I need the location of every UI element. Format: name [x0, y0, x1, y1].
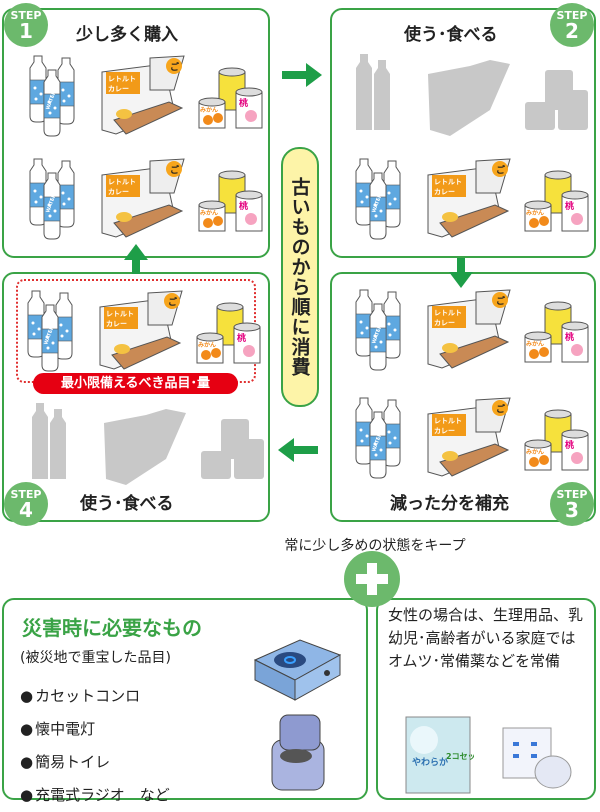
arrow-left-icon: [278, 438, 318, 462]
badge-number: 4: [19, 498, 33, 522]
retort-label: レトルト: [434, 178, 462, 186]
mikan-label: みかん: [200, 106, 218, 114]
mikan-label: みかん: [526, 340, 544, 348]
women-note: 女性の場合は、生理用品、乳幼児･高齢者がいる家庭ではオムツ･常備薬などを常備: [388, 606, 584, 670]
momo-label: 桃: [239, 97, 248, 109]
badge-step-label: STEP: [10, 488, 42, 501]
momo-label: 桃: [237, 332, 246, 344]
step3-title: 減った分を補充: [390, 494, 509, 514]
momo-label: 桃: [565, 439, 574, 451]
retort-label: レトルト: [434, 309, 462, 317]
step1-title: 少し多く購入: [76, 25, 178, 45]
arrow-down-icon: [449, 258, 473, 288]
retort-label: レトルト: [108, 75, 136, 83]
gas-stove-icon: [253, 639, 342, 701]
gohan-label: ご: [496, 295, 506, 307]
retort-label: レトルト: [106, 310, 134, 318]
plus-icon: [344, 551, 400, 607]
gohan-label: ご: [168, 296, 178, 308]
list-item: 充電式ラジオ など: [20, 779, 170, 812]
curry-label: カレー: [108, 85, 129, 93]
momo-label: 桃: [239, 200, 248, 212]
badge-number: 3: [565, 498, 579, 522]
list-item: 簡易トイレ: [20, 746, 170, 779]
badge-step-label: STEP: [556, 488, 588, 501]
pad-brand: やわらか: [412, 757, 448, 768]
curry-label: カレー: [434, 427, 455, 435]
mikan-label: みかん: [526, 448, 544, 456]
arrow-right-icon: [282, 63, 322, 87]
momo-label: 桃: [565, 331, 574, 343]
retort-label: レトルト: [108, 178, 136, 186]
badge-number: 2: [565, 19, 579, 43]
rotation-label: 古いものから順に消費: [281, 147, 319, 407]
list-item: 懐中電灯: [20, 713, 170, 746]
curry-label: カレー: [434, 188, 455, 196]
gohan-label: ご: [496, 164, 506, 176]
diaper-icon: [502, 727, 572, 789]
sanitary-pad-package-icon: やわらか 2コセット: [405, 716, 474, 794]
gohan-label: ご: [170, 164, 180, 176]
mikan-label: みかん: [526, 209, 544, 217]
minimum-stock-label: 最小限備えるべき品目･量: [33, 373, 238, 394]
gohan-label: ご: [496, 403, 506, 415]
arrow-up-icon: [124, 244, 148, 274]
list-item: カセットコンロ: [20, 680, 170, 713]
keep-caption: 常に少し多めの状態をキープ: [284, 538, 466, 554]
gohan-label: ご: [170, 61, 180, 73]
mikan-label: みかん: [200, 209, 218, 217]
used-items-silhouette: [32, 403, 264, 485]
badge-step-label: STEP: [556, 9, 588, 22]
retort-label: レトルト: [434, 417, 462, 425]
badge-number: 1: [19, 19, 33, 43]
curry-label: カレー: [106, 320, 127, 328]
needs-list: カセットコンロ 懐中電灯 簡易トイレ 充電式ラジオ など: [20, 680, 170, 812]
curry-label: カレー: [108, 188, 129, 196]
needs-title: 災害時に必要なもの: [22, 616, 202, 640]
step2-title: 使う･食べる: [404, 25, 498, 45]
needs-subtitle: (被災地で重宝した品目): [20, 650, 171, 666]
used-items-silhouette: [356, 54, 588, 136]
pad-set-label: 2コセット: [446, 752, 474, 761]
mikan-label: みかん: [198, 341, 216, 349]
portable-toilet-icon: [271, 714, 325, 791]
step4-title: 使う･食べる: [80, 494, 174, 514]
curry-label: カレー: [434, 319, 455, 327]
badge-step-label: STEP: [10, 9, 42, 22]
momo-label: 桃: [565, 200, 574, 212]
